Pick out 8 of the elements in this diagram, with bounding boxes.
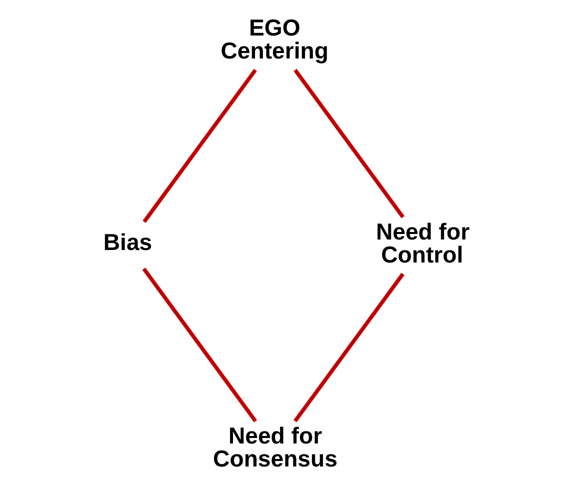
connector xyxy=(294,68,405,218)
connector xyxy=(294,272,404,422)
node-text: Bias xyxy=(103,228,152,255)
node-text: Need for Control xyxy=(376,218,470,268)
node-text: Need for Consensus xyxy=(213,422,338,472)
connector xyxy=(142,68,257,223)
connector xyxy=(142,268,258,422)
node-text: EGO Centering xyxy=(220,14,328,64)
